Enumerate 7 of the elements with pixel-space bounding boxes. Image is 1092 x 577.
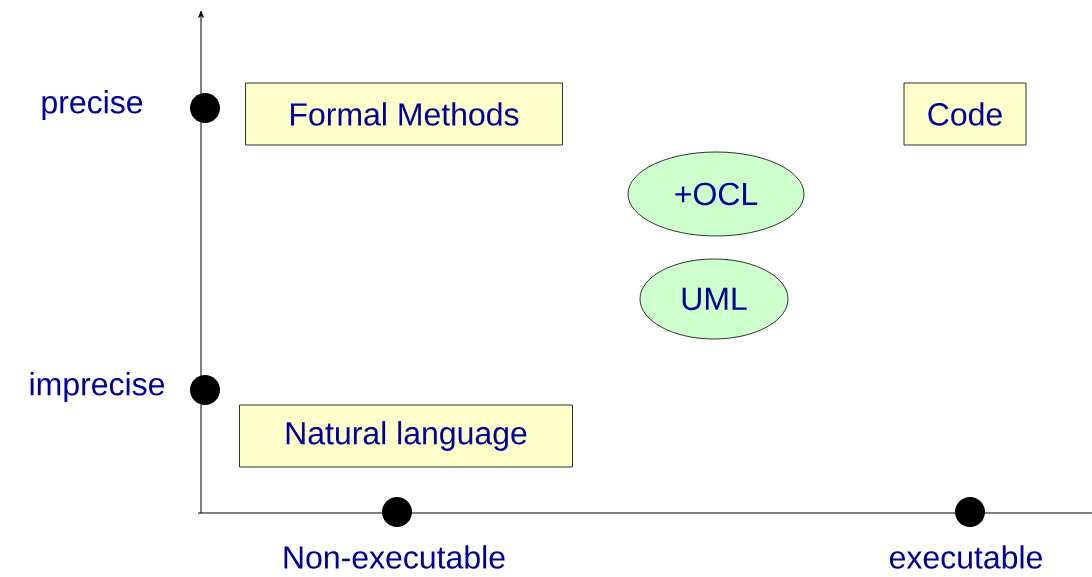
text-box: Formal Methods [245,82,563,146]
text-box: Code [903,82,1027,146]
axis-label: executable [890,545,1042,569]
text-box: Natural language [239,404,573,468]
axis-label: imprecise [30,372,164,402]
axis-label: precise [42,90,143,120]
axis-label: Non-executable [284,545,505,569]
